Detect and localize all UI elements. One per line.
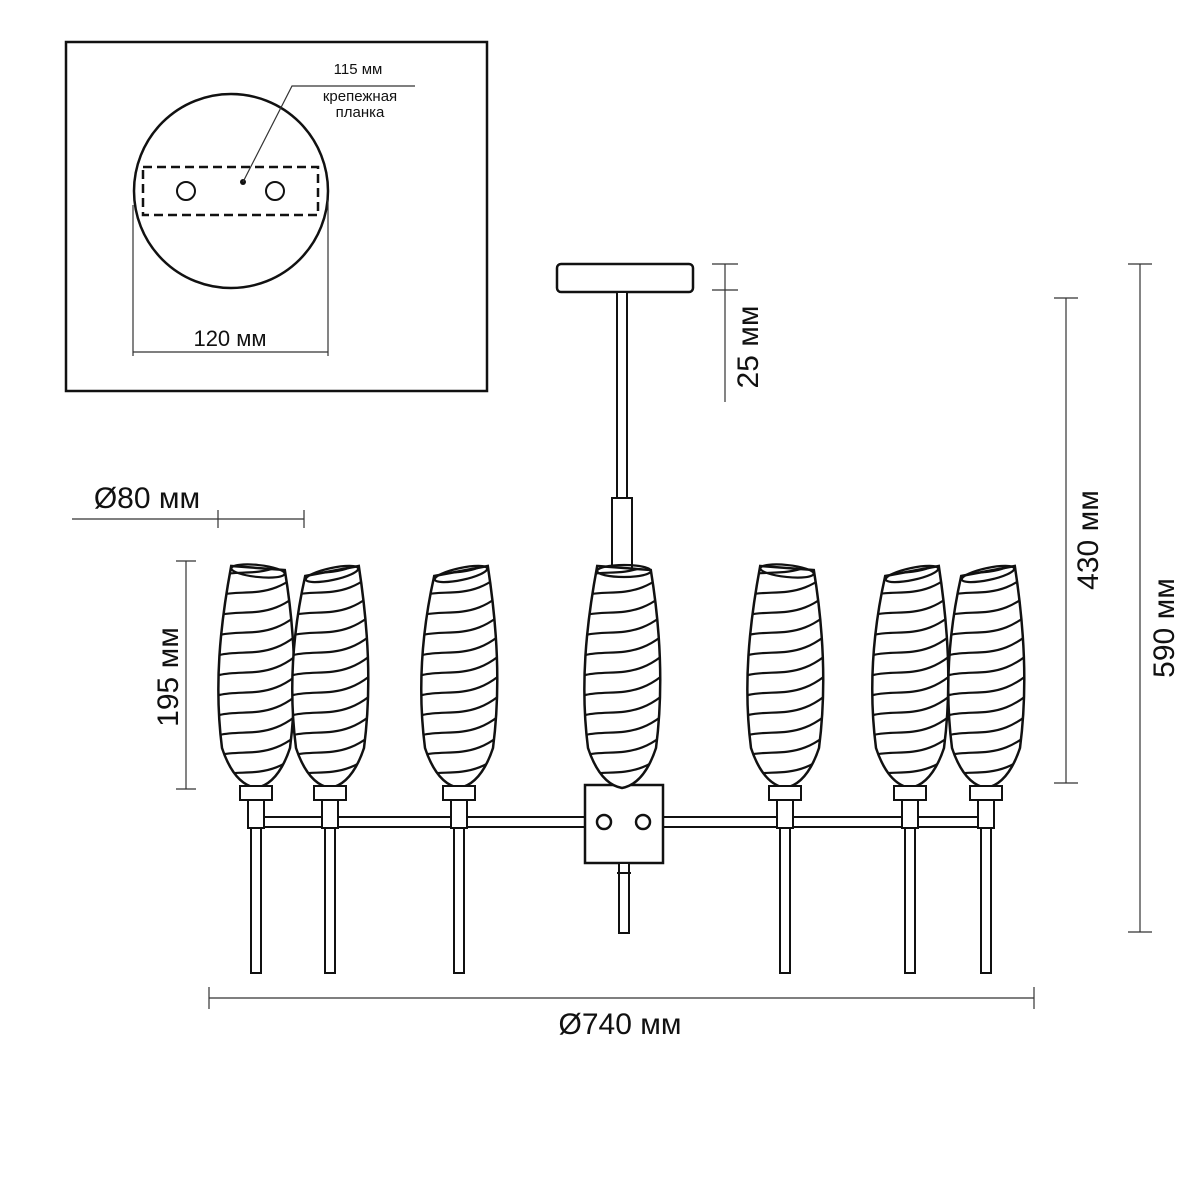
arm-left: [261, 816, 593, 828]
dim-590-label: 590 мм: [1148, 578, 1181, 678]
shade-rim: [230, 563, 286, 579]
lamp-holder: [901, 799, 919, 829]
shade-swirl-ribs: [292, 566, 369, 788]
lamp-holder: [247, 799, 265, 829]
lamp-holder: [776, 799, 794, 829]
shade-swirl-ribs: [872, 566, 949, 788]
shade-swirl-ribs: [218, 566, 295, 788]
lamp-shade: [420, 564, 499, 974]
lamp-shade: [291, 564, 370, 974]
lamp-shade: [583, 563, 662, 790]
shade-rim: [960, 564, 1016, 584]
mount-hole-left: [176, 181, 196, 201]
label-plate-line1: крепежная: [323, 88, 397, 105]
lamp-shade: [217, 563, 296, 974]
lamp-socket: [768, 785, 802, 801]
lamp-socket: [313, 785, 347, 801]
lamp-socket: [893, 785, 927, 801]
shade-rim: [433, 564, 489, 584]
shade-outline: [947, 564, 1026, 790]
mounting-plate-outline: [141, 165, 320, 217]
dim-80-label: Ø80 мм: [94, 482, 200, 515]
chandelier-body: [261, 262, 989, 934]
hub-bolt-right: [634, 813, 652, 831]
mount-detail-frame: [64, 40, 489, 393]
shade-swirl-ribs: [948, 566, 1025, 788]
ceiling-canopy-circle: [132, 92, 330, 290]
lamp-drop-rod: [250, 827, 262, 974]
hub-bottom-rod: [618, 862, 630, 934]
label-plate-line2: планка: [336, 104, 385, 121]
shade-rim: [304, 564, 360, 584]
shade-outline: [217, 564, 296, 790]
lamp-drop-rod: [453, 827, 465, 974]
lamp-drop-rod: [779, 827, 791, 974]
dim-430-label: 430 мм: [1072, 490, 1105, 590]
lamp-socket: [239, 785, 273, 801]
shade-outline: [583, 564, 662, 790]
lamp-socket: [442, 785, 476, 801]
lamp-drop-rod: [980, 827, 992, 974]
rod-upper: [616, 291, 628, 501]
dim-195-label: 195 мм: [152, 627, 185, 727]
mount-detail-panel: 115 мм крепежная планка 120 мм: [64, 40, 489, 393]
lamp-shade: [871, 564, 950, 974]
label-115: 115 мм: [334, 61, 383, 78]
lamp-shade: [746, 563, 825, 974]
mount-hole-right: [265, 181, 285, 201]
shade-outline: [871, 564, 950, 790]
lamp-shade: [947, 564, 1026, 974]
shade-swirl-ribs: [421, 566, 498, 788]
shade-outline: [746, 564, 825, 790]
dimension-lines: 25 мм Ø80 мм 195 мм 430 мм 590 мм Ø740 м…: [72, 263, 1181, 1041]
lamp-holder: [977, 799, 995, 829]
shade-rim: [759, 563, 815, 579]
shade-rim: [596, 563, 652, 579]
lamp-shades: [217, 563, 1026, 974]
shade-swirl-ribs: [584, 566, 661, 788]
shade-outline: [420, 564, 499, 790]
shade-swirl-ribs: [747, 566, 824, 788]
lamp-drop-rod: [904, 827, 916, 974]
dim-25-label: 25 мм: [732, 306, 765, 389]
label-120: 120 мм: [193, 326, 266, 351]
lamp-socket: [969, 785, 1003, 801]
lamp-holder: [450, 799, 468, 829]
hub-bolt-left: [595, 813, 613, 831]
lamp-drop-rod: [324, 827, 336, 974]
lamp-holder: [321, 799, 339, 829]
shade-rim: [884, 564, 940, 584]
canopy: [555, 262, 695, 294]
plate-leader-line: [242, 85, 415, 183]
arm-right: [652, 816, 989, 828]
shade-outline: [291, 564, 370, 790]
dim-740-label: Ø740 мм: [559, 1008, 682, 1041]
